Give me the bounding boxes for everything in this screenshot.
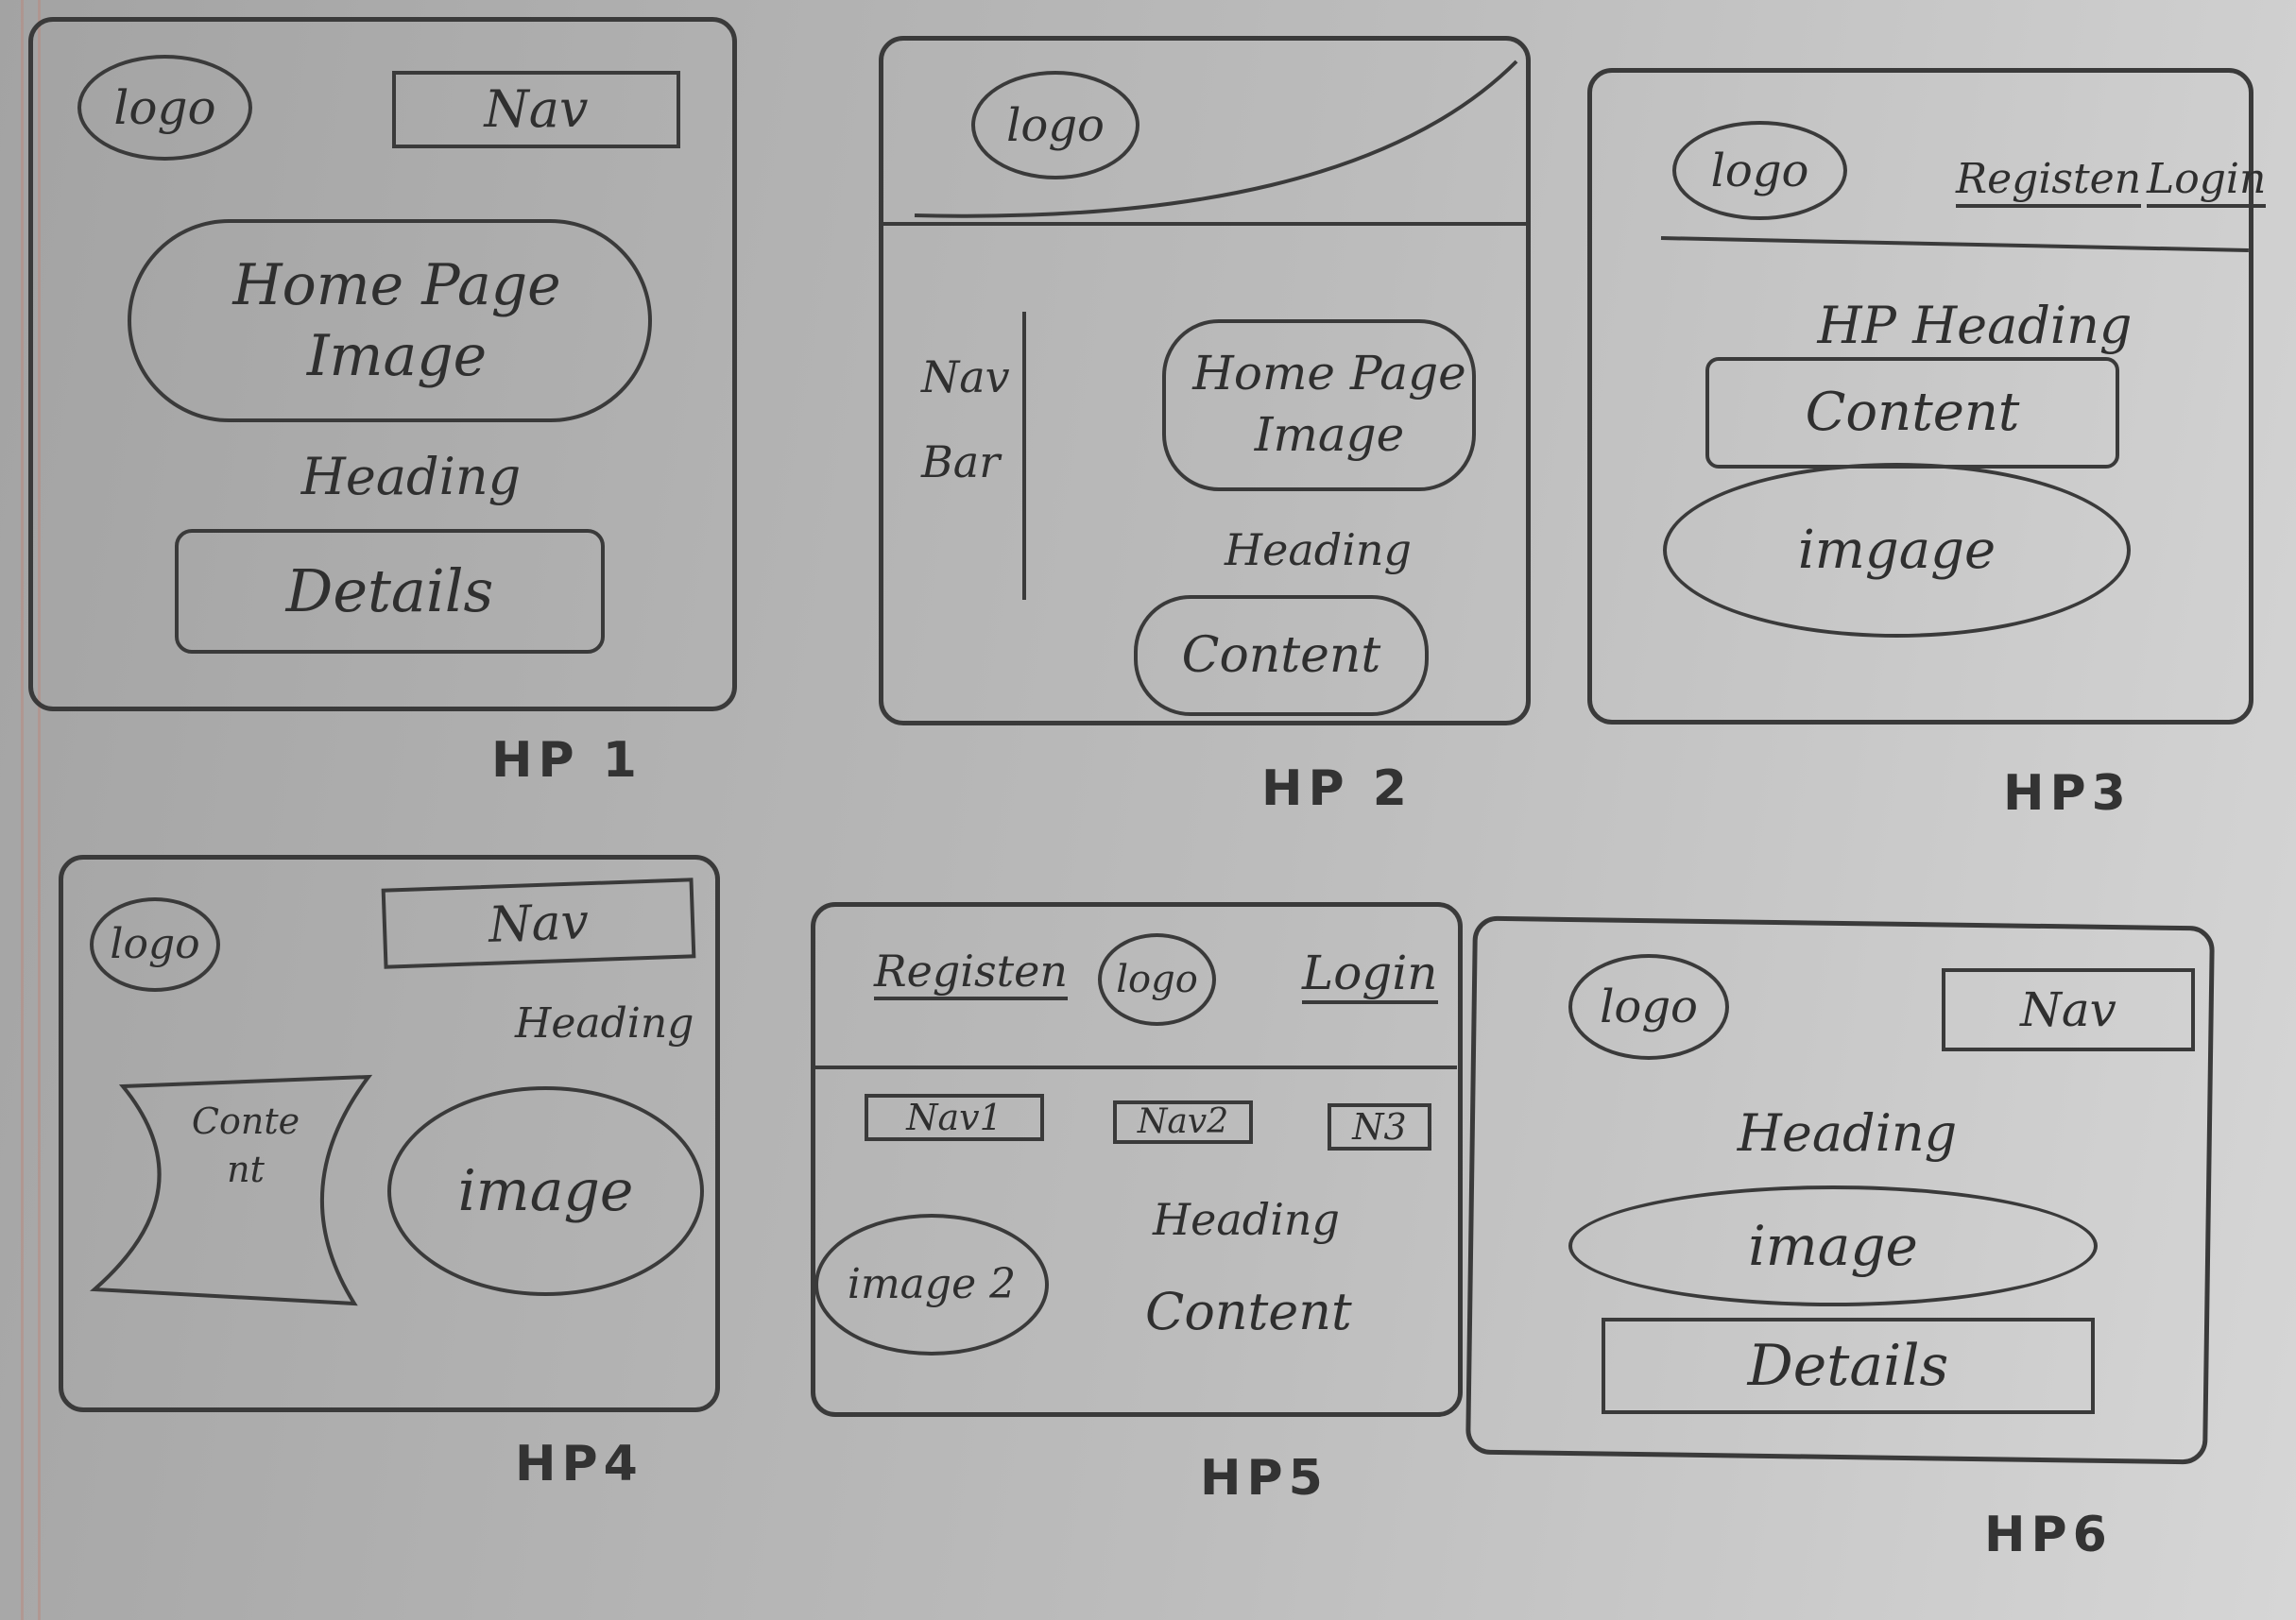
hp5-register-link[interactable]: Registen	[874, 949, 1068, 1000]
hp2-image-label: Home Page Image	[1192, 345, 1466, 462]
hp2-label: HP 2	[1261, 760, 1413, 817]
hp5-login-link[interactable]: Login	[1302, 949, 1438, 1004]
hp6-logo: logo	[1568, 954, 1729, 1060]
hp5-nav1[interactable]: Nav1	[865, 1094, 1044, 1141]
hp2-header-divider	[883, 222, 1526, 226]
hp4-content: Conte nt	[191, 1100, 300, 1190]
hp6-image: image	[1568, 1185, 2098, 1306]
hp4-frame	[59, 855, 720, 1412]
hp1-nav: Nav	[392, 71, 680, 148]
hp5-logo: logo	[1098, 933, 1216, 1026]
hp6-nav: Nav	[1942, 968, 2195, 1051]
hp3-heading: HP Heading	[1817, 296, 2133, 355]
hp4-heading: Heading	[515, 999, 694, 1048]
hp2-heading: Heading	[1225, 524, 1412, 575]
hp5-nav2[interactable]: Nav2	[1113, 1100, 1253, 1144]
hp4-logo: logo	[90, 897, 220, 992]
hp5-header-divider	[814, 1066, 1457, 1069]
hp5-image: image 2	[814, 1214, 1049, 1356]
hp3-logo: logo	[1672, 121, 1847, 220]
hp1-heading: Heading	[300, 447, 522, 506]
hp2-nav-divider	[1022, 312, 1026, 600]
hp3-label: HP3	[2003, 765, 2132, 822]
hp3-register-link[interactable]: Registen	[1956, 159, 2142, 208]
hp4-image: image	[387, 1086, 704, 1296]
hp1-image-label: Home Page Image	[232, 251, 561, 389]
hp5-label: HP5	[1200, 1450, 1328, 1507]
hp2-image-box	[1162, 319, 1476, 491]
hp5-frame	[811, 902, 1463, 1417]
hp1-logo: logo	[77, 55, 252, 161]
hp1-frame	[28, 17, 737, 711]
hp5-heading: Heading	[1153, 1194, 1340, 1245]
hp5-content: Content	[1145, 1282, 1352, 1341]
hp3-image: imgage	[1663, 463, 2131, 638]
hp5-nav3[interactable]: N3	[1328, 1103, 1431, 1151]
hp2-logo: logo	[971, 71, 1139, 179]
hp6-heading: Heading	[1737, 1103, 1958, 1163]
hp6-details: Details	[1602, 1318, 2095, 1414]
hp3-login-link[interactable]: Login	[2147, 159, 2267, 208]
hp2-nav-bar: Nav Bar	[921, 351, 1010, 487]
hp2-content: Content	[1134, 595, 1429, 716]
hp3-frame	[1587, 68, 2253, 725]
hp1-image-box	[128, 219, 652, 422]
hp4-label: HP4	[515, 1436, 643, 1492]
hp2-frame	[879, 36, 1531, 725]
hp1-label: HP 1	[491, 732, 643, 789]
hp1-details: Details	[175, 529, 605, 654]
hp6-label: HP6	[1984, 1507, 2113, 1563]
